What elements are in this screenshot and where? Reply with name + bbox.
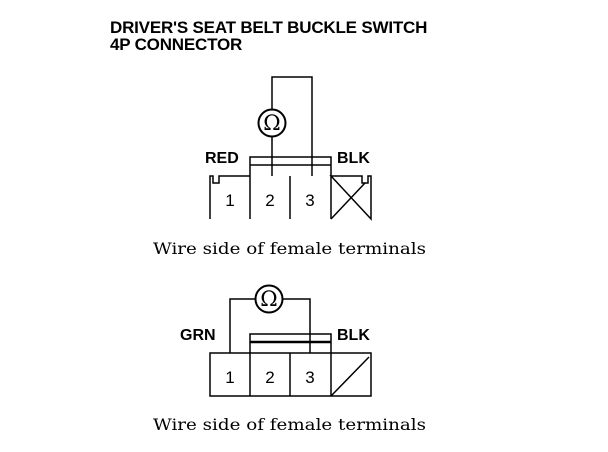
wire-color-label-right: BLK [337, 327, 370, 344]
terminal-number: 1 [225, 191, 234, 210]
terminal-number: 3 [305, 368, 314, 387]
wire-color-label-left: RED [205, 150, 239, 167]
ohmmeter-icon [257, 108, 287, 138]
terminal-number: 3 [305, 191, 314, 210]
diagram-caption: Wire side of female terminals [153, 239, 426, 258]
meter-lead-wire [229, 298, 255, 353]
diagram-subtitle: 4P CONNECTOR [110, 35, 243, 54]
terminal-number: 2 [265, 191, 274, 210]
plugged-terminal-slash [330, 356, 370, 397]
plugged-terminal-slash [330, 182, 366, 220]
connector-diagram-2 [209, 284, 372, 397]
wire-color-label-right: BLK [337, 150, 370, 167]
connector-diagram-1 [209, 76, 372, 221]
meter-lead-wire [271, 76, 313, 176]
diagram-title: DRIVER'S SEAT BELT BUCKLE SWITCH [110, 18, 428, 37]
meter-lead-wire [283, 298, 311, 353]
ohm-symbol: Ω [260, 287, 277, 311]
wire-color-label-left: GRN [180, 327, 216, 344]
diagram-caption: Wire side of female terminals [153, 415, 426, 434]
terminal-number: 1 [225, 368, 234, 387]
terminal-number: 2 [265, 368, 274, 387]
connector-housing [209, 352, 372, 397]
connector-housing [209, 175, 372, 221]
wire-bracket [249, 156, 332, 176]
ohm-symbol: Ω [263, 111, 280, 135]
ohmmeter-icon [254, 284, 284, 314]
wire-bracket [249, 333, 332, 353]
